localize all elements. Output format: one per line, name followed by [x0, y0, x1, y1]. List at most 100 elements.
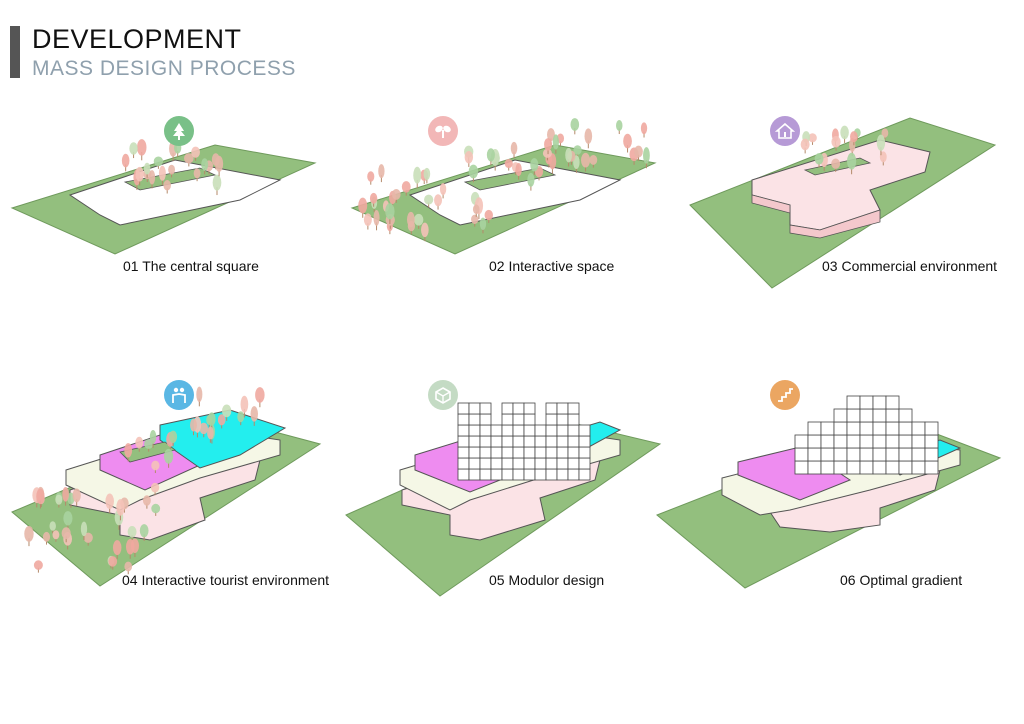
tree-cluster: [121, 139, 224, 196]
tree: [472, 204, 480, 217]
module-box: [846, 395, 861, 410]
module-box: [833, 447, 848, 462]
tree: [552, 134, 559, 154]
step-caption: 01 The central square: [123, 258, 259, 274]
module-box: [859, 447, 874, 462]
tree-cluster: [800, 125, 889, 175]
tree: [201, 158, 209, 175]
step-caption: 02 Interactive space: [489, 258, 615, 274]
module-box: [820, 421, 835, 436]
module-box: [872, 421, 887, 436]
tree: [423, 167, 431, 184]
module-box: [578, 424, 591, 437]
module-box: [898, 408, 913, 423]
tree: [414, 213, 424, 229]
tree-cluster: [24, 482, 161, 575]
tree: [486, 148, 495, 166]
tree: [190, 418, 197, 436]
tree-icon: [164, 116, 194, 146]
tree: [139, 524, 149, 541]
tree: [42, 531, 51, 545]
tree: [191, 146, 200, 161]
tree: [163, 180, 171, 194]
module-box: [885, 395, 900, 410]
tree: [49, 521, 56, 534]
module-box: [898, 421, 913, 436]
module-box: [859, 421, 874, 436]
module-box: [846, 434, 861, 449]
tree: [616, 119, 623, 135]
tree: [421, 222, 429, 242]
purple-roof: [737, 446, 852, 501]
tree: [542, 148, 552, 161]
tree: [116, 499, 125, 521]
modular-grid-mass: [457, 402, 591, 481]
tree-cluster: [464, 141, 557, 191]
step-caption: 04 Interactive tourist environment: [122, 572, 329, 588]
module-box: [820, 434, 835, 449]
tree: [831, 158, 841, 172]
tree: [151, 503, 161, 516]
tree: [80, 521, 88, 541]
tree: [378, 164, 385, 183]
module-box: [807, 447, 822, 462]
site-footprint: [408, 159, 622, 226]
tree: [504, 159, 513, 171]
tree: [530, 158, 539, 176]
module-box: [898, 447, 913, 462]
tree: [184, 153, 194, 167]
module-box: [872, 447, 887, 462]
module-box: [924, 434, 939, 449]
tree: [369, 192, 378, 207]
module-box: [833, 421, 848, 436]
tree: [196, 386, 203, 407]
tree: [62, 487, 69, 506]
tree: [112, 540, 122, 560]
central-square: [123, 167, 217, 191]
module-box: [833, 460, 848, 475]
tree: [840, 125, 849, 143]
module-box: [898, 434, 913, 449]
tree: [136, 139, 147, 161]
tree: [193, 168, 201, 182]
tree: [808, 133, 817, 145]
module-box: [523, 402, 536, 415]
module-box: [911, 421, 926, 436]
tree: [623, 133, 632, 153]
tree: [407, 220, 416, 235]
tree: [33, 560, 43, 573]
pink-mass: [751, 139, 931, 239]
page-subtitle: MASS DESIGN PROCESS: [32, 57, 296, 80]
tree-cluster: [190, 386, 265, 444]
tree: [237, 411, 245, 426]
tree: [464, 150, 474, 167]
module-box: [924, 421, 939, 436]
step-caption: 06 Optimal gradient: [840, 572, 963, 588]
stairs-icon: [770, 380, 800, 410]
tree: [814, 153, 824, 168]
module-box: [846, 408, 861, 423]
module-box: [911, 434, 926, 449]
tree: [479, 217, 487, 234]
tree: [124, 443, 133, 462]
tree: [143, 162, 151, 178]
tree: [373, 209, 380, 231]
tree: [468, 164, 479, 183]
tree: [847, 152, 857, 175]
site-footprint: [68, 159, 282, 226]
tree: [108, 556, 118, 570]
tree: [363, 213, 372, 230]
tree: [527, 172, 535, 191]
tree: [158, 165, 166, 185]
tree: [105, 493, 114, 514]
tree: [83, 532, 93, 546]
tree: [800, 138, 810, 154]
module-box: [924, 460, 939, 475]
module-box: [807, 434, 822, 449]
module-box: [911, 447, 926, 462]
module-box: [807, 460, 822, 475]
module-box: [846, 447, 861, 462]
